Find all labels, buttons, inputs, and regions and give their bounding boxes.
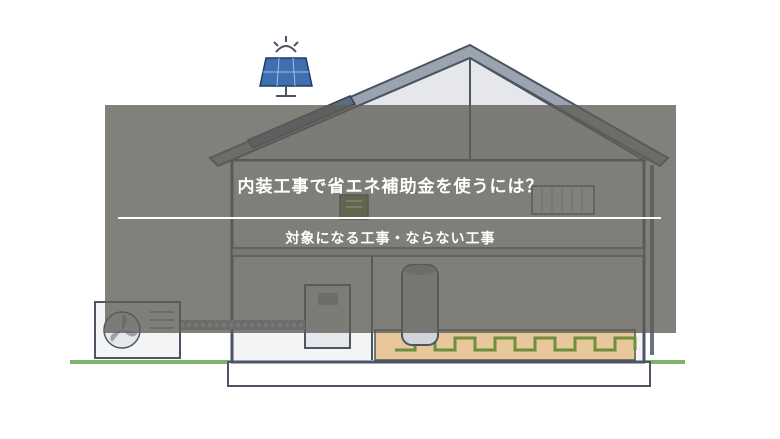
- banner-subtitle: 対象になる工事・ならない工事: [285, 231, 496, 247]
- title-divider: [118, 217, 661, 219]
- solar-panel-icon: [259, 57, 313, 97]
- house-foundation: [227, 361, 651, 387]
- title-overlay-panel: [105, 105, 676, 333]
- sun-icon: [273, 36, 299, 53]
- banner-title: 内装工事で省エネ補助金を使うには？: [237, 177, 544, 197]
- underfloor-heating-pipe: [395, 336, 637, 352]
